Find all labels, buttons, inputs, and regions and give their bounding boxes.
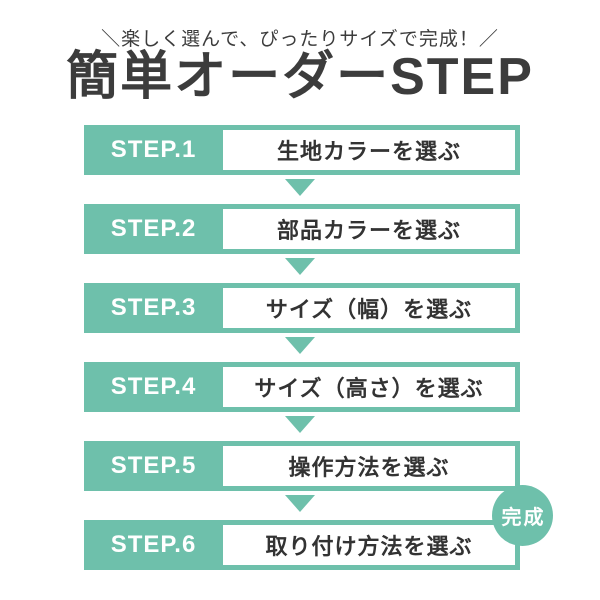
completion-badge-label: 完成 (501, 507, 546, 529)
page-title: 簡単オーダーSTEP (66, 48, 534, 106)
step-text: 生地カラーを選ぶ (276, 139, 461, 164)
completion-badge: 完成 (492, 485, 553, 546)
step-row-5: STEP.5 操作方法を選ぶ (84, 441, 520, 491)
step-text: サイズ（高さ）を選ぶ (254, 376, 484, 401)
step-label: STEP.6 (110, 531, 197, 558)
tagline: ＼楽しく選んで、ぴったりサイズで完成！／ (101, 29, 499, 50)
step-label: STEP.2 (110, 215, 197, 242)
step-text: 部品カラーを選ぶ (276, 218, 461, 243)
step-label: STEP.1 (110, 136, 197, 163)
step-label: STEP.5 (110, 452, 197, 479)
step-text-box: 操作方法を選ぶ (223, 446, 515, 486)
step-text-box: サイズ（高さ）を選ぶ (223, 367, 515, 407)
step-row-2: STEP.2 部品カラーを選ぶ (84, 204, 520, 254)
step-text-box: サイズ（幅）を選ぶ (223, 288, 515, 328)
arrow-down-icon (285, 258, 315, 275)
step-text-box: 取り付け方法を選ぶ (223, 525, 515, 565)
step-label: STEP.4 (110, 373, 197, 400)
arrow-down-icon (285, 337, 315, 354)
arrow-down-icon (285, 495, 315, 512)
step-text: 取り付け方法を選ぶ (265, 534, 473, 559)
step-row-4: STEP.4 サイズ（高さ）を選ぶ (84, 362, 520, 412)
step-text: サイズ（幅）を選ぶ (265, 297, 473, 322)
step-row-6: STEP.6 取り付け方法を選ぶ (84, 520, 520, 570)
step-text-box: 部品カラーを選ぶ (223, 209, 515, 249)
step-label: STEP.3 (110, 294, 197, 321)
step-row-3: STEP.3 サイズ（幅）を選ぶ (84, 283, 520, 333)
step-text: 操作方法を選ぶ (288, 455, 450, 480)
step-row-1: STEP.1 生地カラーを選ぶ (84, 125, 520, 175)
arrow-down-icon (285, 416, 315, 433)
arrow-down-icon (285, 179, 315, 196)
step-text-box: 生地カラーを選ぶ (223, 130, 515, 170)
